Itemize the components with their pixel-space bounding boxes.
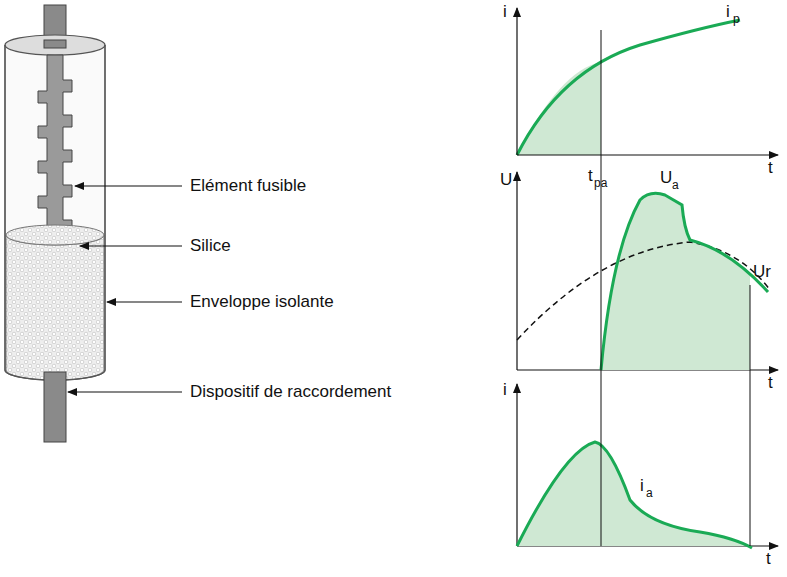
terminal [44,5,66,47]
leader-line [75,185,182,186]
prospective-current-curve [517,20,740,155]
subscript: a [646,486,653,500]
axis [516,384,517,546]
insulating-casing [5,45,105,380]
axis-label: i [503,2,507,22]
axis-label: t [766,549,771,569]
axis-label: i [503,380,507,400]
source-voltage-curve [517,242,770,340]
time-marker [750,285,751,546]
axis [516,8,517,155]
curve-label: i [640,476,644,496]
time-label: t [588,166,593,186]
leader-line [68,391,182,392]
curve-label: U [660,168,672,188]
subscript: a [672,178,679,192]
leader-line [80,245,182,246]
subscript: pa [594,176,607,190]
part-label: Elément fusible [190,176,306,196]
part-label: Silice [190,236,231,256]
part-label: Dispositif de raccordement [190,382,391,402]
arc-current-curve [517,442,752,548]
axis [517,154,778,155]
subscript: p [733,12,740,26]
axis-label: U [500,170,512,190]
silica [6,235,104,380]
arc-voltage-curve [601,193,768,370]
axis-label: t [768,158,773,178]
area-fill [517,442,750,546]
part-label: Enveloppe isolante [190,292,334,312]
curve-label: Ur [753,262,771,282]
time-marker [601,30,602,546]
axis-label: t [768,373,773,393]
terminal [44,372,66,442]
leader-line [107,301,182,302]
end-cap [5,35,105,55]
curve-label: i [726,2,730,22]
area-fill [517,62,601,155]
fuse-element [38,55,72,245]
